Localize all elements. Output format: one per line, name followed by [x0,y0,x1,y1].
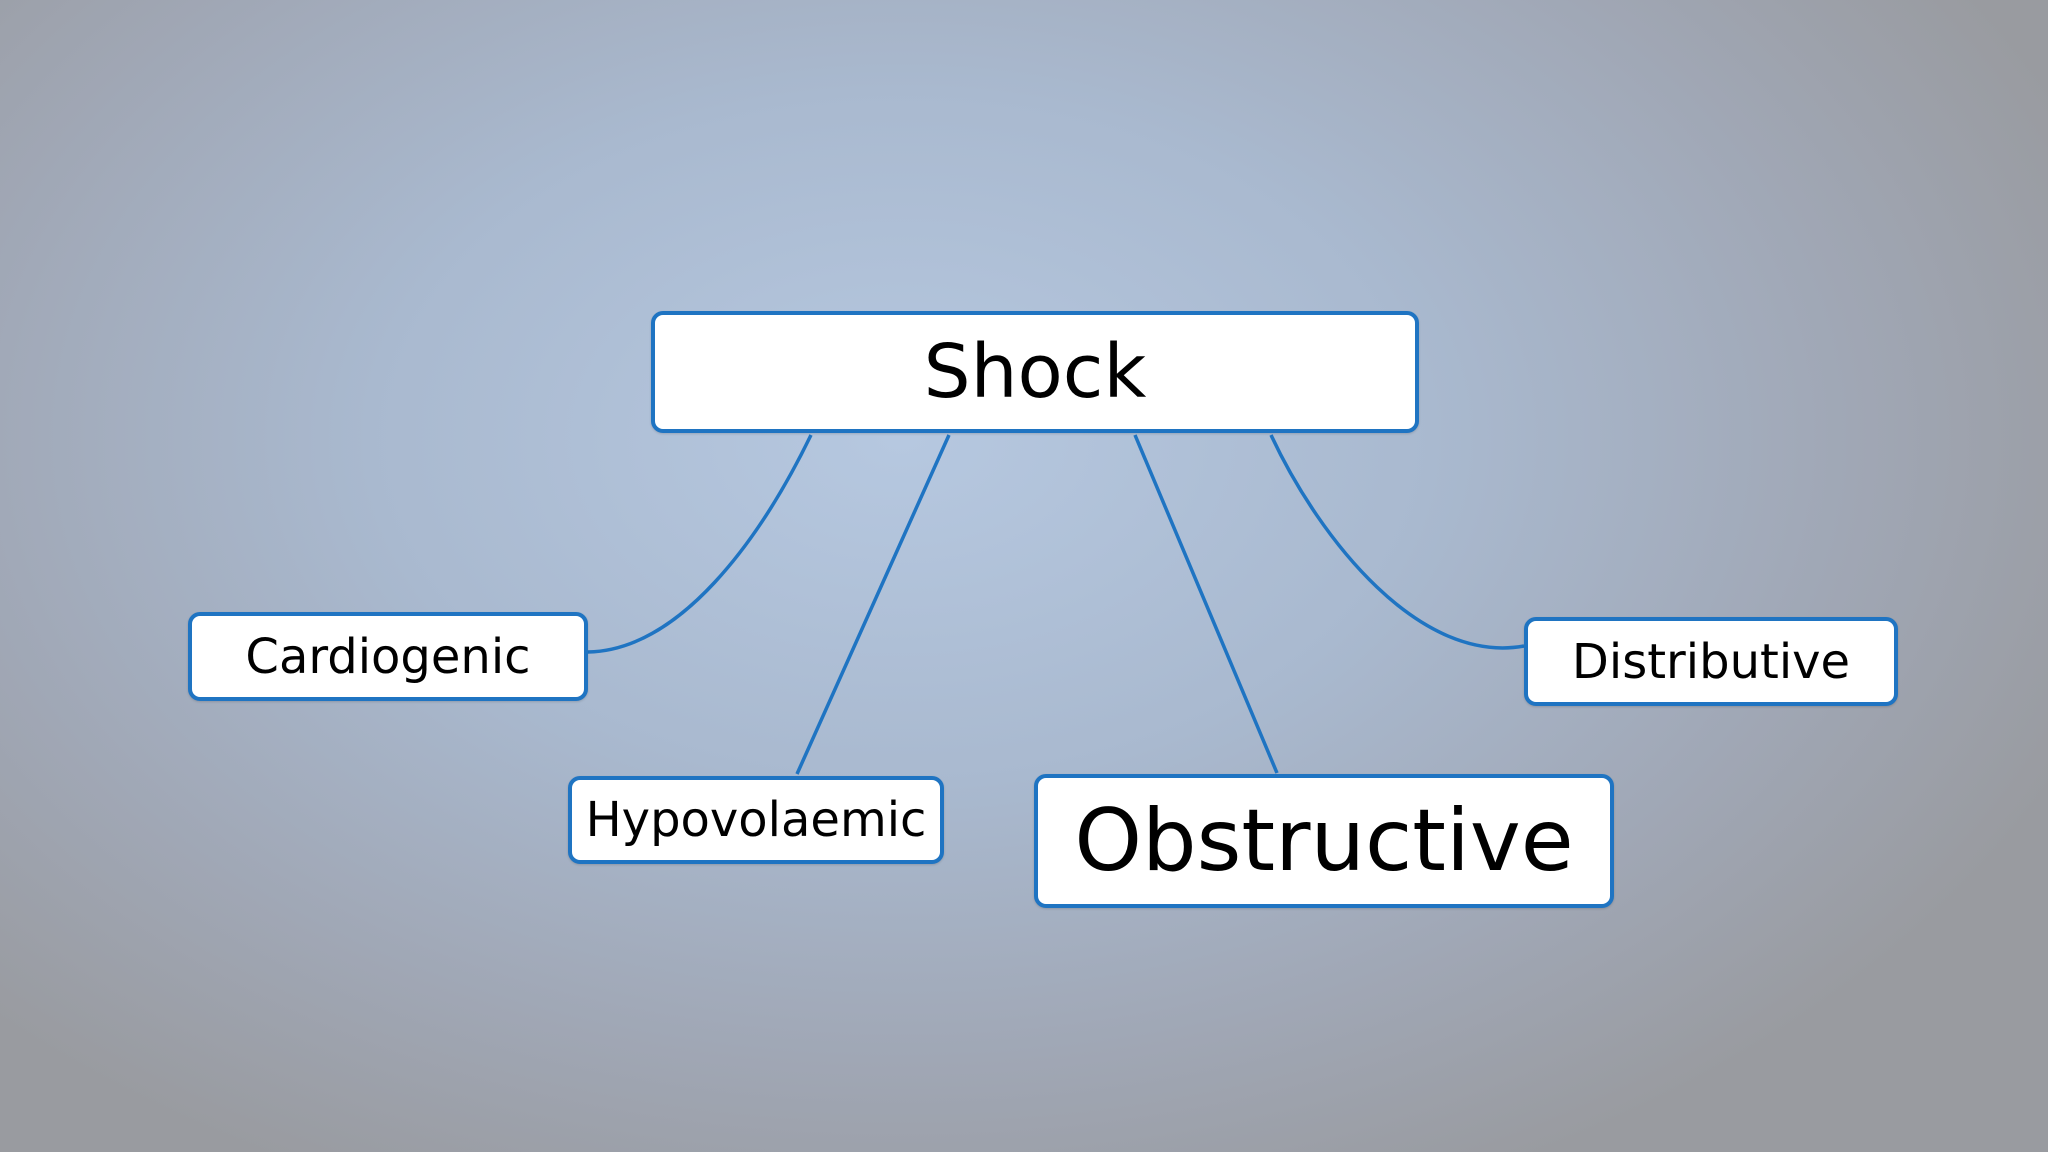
node-distributive-label: Distributive [1571,633,1851,690]
connector-shock-hypovolaemic [795,434,951,775]
node-cardiogenic: Cardiogenic [188,612,588,701]
node-cardiogenic-label: Cardiogenic [245,628,531,685]
node-hypovolaemic: Hypovolaemic [568,776,944,864]
connector-shock-distributive [1269,434,1525,650]
connector-shock-cardiogenic [587,434,813,654]
connector-shock-obstructive [1133,434,1279,774]
node-shock: Shock [651,311,1419,433]
node-shock-label: Shock [923,329,1147,415]
node-distributive: Distributive [1524,617,1898,706]
node-hypovolaemic-label: Hypovolaemic [585,792,927,848]
node-obstructive: Obstructive [1034,774,1614,908]
node-obstructive-label: Obstructive [1074,791,1574,891]
